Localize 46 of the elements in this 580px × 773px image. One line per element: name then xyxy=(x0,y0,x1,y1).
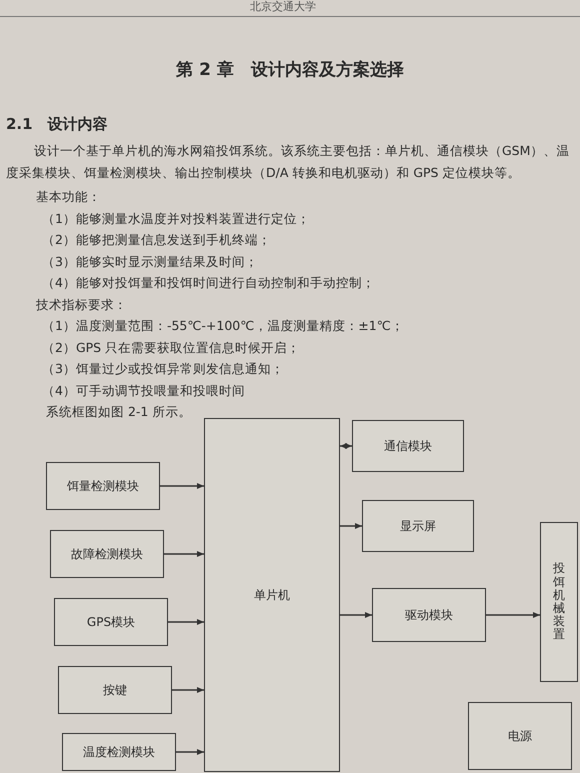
module-box xyxy=(204,418,340,772)
arrow xyxy=(176,749,204,755)
module-box xyxy=(46,462,160,510)
box-label: 按键 xyxy=(103,682,127,699)
box-label: 电源 xyxy=(508,728,532,745)
box-label: 故障检测模块 xyxy=(71,546,143,563)
subheading: 基本功能： xyxy=(36,188,101,206)
list-item: （1）温度测量范围：-55℃-+100℃，温度测量精度：±1℃； xyxy=(42,317,404,335)
section-heading: 2.1 设计内容 xyxy=(6,114,108,135)
module-box xyxy=(54,598,168,646)
module-box xyxy=(50,530,164,578)
paragraph: 设计一个基于单片机的海水网箱投饵系统。该系统主要包括：单片机、通信模块（GSM）、温度采集模块、饵量检测模块、输出控制模块（D/A 转换和电机驱动）和 GPS 定位模块等。 xyxy=(6,142,570,182)
list-item: （4）可手动调节投喂量和投喂时间 xyxy=(42,382,245,400)
list-item: （2）能够把测量信息发送到手机终端； xyxy=(42,231,271,249)
list-item: （4）能够对投饵量和投饵时间进行自动控制和手动控制； xyxy=(42,274,375,292)
list-item: （2）GPS 只在需要获取位置信息时候开启； xyxy=(42,338,300,356)
module-box xyxy=(352,420,464,472)
module-box xyxy=(362,500,474,552)
arrow xyxy=(340,612,372,618)
arrow xyxy=(172,687,204,693)
arrow xyxy=(486,612,540,618)
figure-reference: 系统框图如图 2-1 所示。 xyxy=(46,403,192,421)
box-label: GPS模块 xyxy=(86,614,136,631)
box-label: 单片机 xyxy=(254,587,290,604)
box-label: 饵量检测模块 xyxy=(67,478,139,495)
box-label: 通信模块 xyxy=(384,438,432,455)
subheading: 技术指标要求： xyxy=(36,296,127,314)
module-box xyxy=(468,702,572,770)
module-box xyxy=(372,588,486,642)
list-item: （3）饵量过少或投饵异常则发信息通知； xyxy=(42,360,284,378)
arrow xyxy=(340,443,352,449)
list-item: （1）能够测量水温度并对投料装置进行定位； xyxy=(42,210,310,228)
arrow xyxy=(168,619,204,625)
running-header: 北京交通大学 xyxy=(250,0,316,14)
module-box xyxy=(58,666,172,714)
list-item: （3）能够实时显示测量结果及时间； xyxy=(42,252,258,270)
module-box xyxy=(62,733,176,771)
module-box xyxy=(540,522,578,682)
box-label: 投饵机械装置 xyxy=(553,562,565,642)
box-label: 显示屏 xyxy=(400,518,436,535)
box-label: 温度检测模块 xyxy=(83,744,155,761)
arrow xyxy=(160,483,204,489)
box-label: 驱动模块 xyxy=(405,607,453,624)
chapter-title: 第 2 章 设计内容及方案选择 xyxy=(175,59,405,82)
arrow xyxy=(164,551,204,557)
arrow xyxy=(340,523,362,529)
